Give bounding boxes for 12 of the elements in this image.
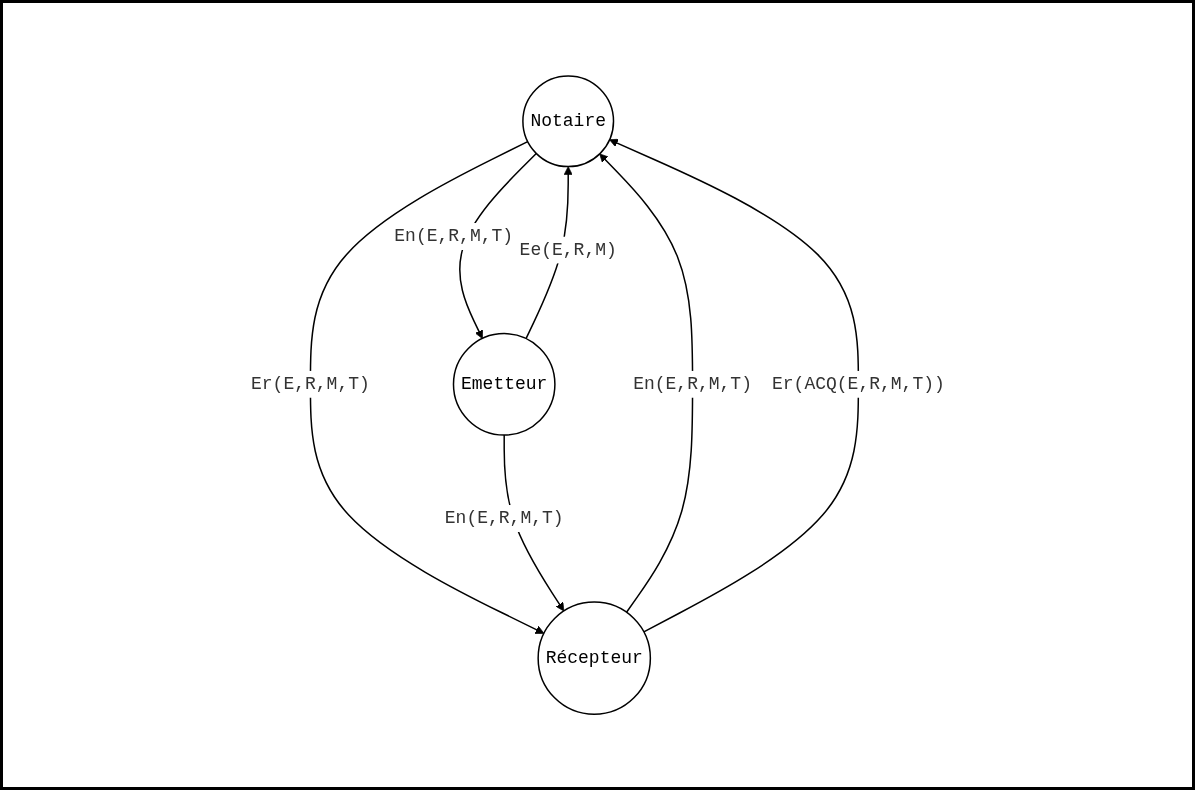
- edge-label: Ee(E,R,M): [519, 239, 617, 260]
- edge-label: En(E,R,M,T): [444, 507, 564, 528]
- edge-label: En(E,R,M,T): [632, 373, 752, 394]
- arrow: [309, 140, 544, 634]
- edge-label: En(E,R,M,T): [393, 225, 513, 246]
- edge-label: Er(E,R,M,T): [250, 373, 370, 394]
- arrow: [608, 138, 859, 633]
- node-circle: Notaire: [521, 75, 614, 168]
- arrow: [598, 153, 693, 613]
- node-circle: Emetteur: [452, 332, 556, 436]
- edge-label: Er(ACQ(E,R,M,T)): [771, 373, 945, 394]
- node-circle: Récepteur: [537, 601, 651, 715]
